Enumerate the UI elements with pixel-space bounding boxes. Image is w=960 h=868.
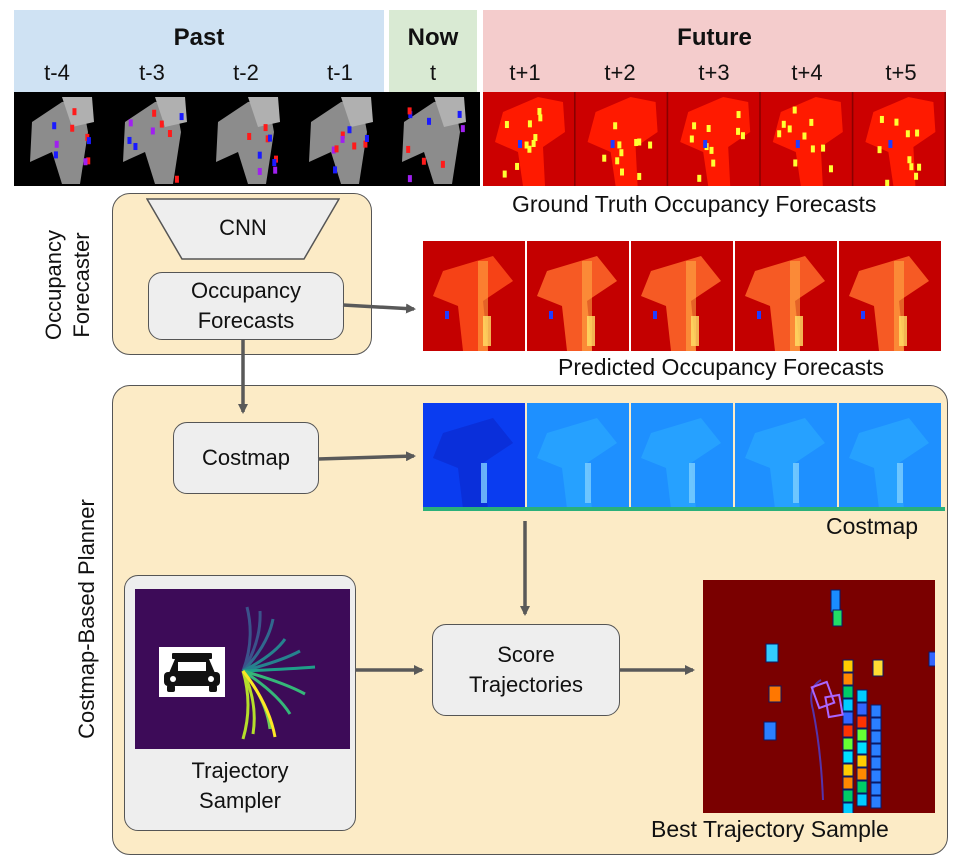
car-icon xyxy=(164,653,220,692)
trajectory-sampler-visual xyxy=(135,589,350,749)
costmap-box-label: Costmap xyxy=(201,445,291,470)
sampled-trajectory-line xyxy=(241,670,250,740)
input-frame xyxy=(309,97,373,184)
input-frame xyxy=(30,97,94,184)
predicted-frame xyxy=(631,241,733,351)
costmap-frame xyxy=(631,403,733,509)
tick-t+3: t+3 xyxy=(698,60,730,85)
future-title: Future xyxy=(677,24,752,51)
input-frames-strip xyxy=(14,92,480,186)
best-trajectory-visual xyxy=(763,589,938,816)
costmap-frame xyxy=(527,403,629,509)
sampled-trajectory-line xyxy=(242,669,292,715)
tick-t+1: t+1 xyxy=(509,60,541,85)
best-trajectory-image xyxy=(703,580,938,816)
costmap-planner-label: Costmap-Based Planner xyxy=(74,499,99,739)
tick-t+5: t+5 xyxy=(885,60,917,85)
occupancy-forecasts-line2: Forecasts xyxy=(197,308,295,333)
input-frames-image xyxy=(30,97,466,184)
sampled-trajectories xyxy=(159,606,316,740)
tick-t-4: t-4 xyxy=(44,60,70,85)
score-trajectories-line2: Trajectories xyxy=(468,672,584,697)
costmap-box: Costmap xyxy=(173,422,319,494)
occupancy-forecaster-label-line2: Forecaster xyxy=(69,232,94,338)
input-frame xyxy=(216,97,280,184)
score-trajectories-line1: Score xyxy=(497,642,555,667)
past-title: Past xyxy=(173,24,225,51)
ground-truth-image xyxy=(483,92,945,187)
predicted-frame xyxy=(735,241,837,351)
ground-truth-strip xyxy=(483,92,946,187)
costmap-strip xyxy=(423,403,945,511)
tick-t+2: t+2 xyxy=(604,60,636,85)
input-frame xyxy=(123,97,187,184)
best-trajectory-scene xyxy=(763,589,938,816)
predicted-frame xyxy=(527,241,629,351)
input-frame xyxy=(402,97,466,184)
occupancy-forecasts-line1: Occupancy xyxy=(190,278,302,303)
tick-t-2: t-2 xyxy=(233,60,259,85)
ground-truth-frame xyxy=(575,92,667,186)
score-trajectories-box: Score Trajectories xyxy=(432,624,620,716)
sampled-trajectory-line xyxy=(242,669,306,696)
trajectory-sampler-line1: Trajectory xyxy=(191,758,289,783)
predicted-caption: Predicted Occupancy Forecasts xyxy=(558,354,884,380)
predicted-occupancy-image xyxy=(423,241,941,351)
tick-t: t xyxy=(429,60,437,85)
costmap-caption: Costmap xyxy=(826,513,919,539)
predicted-occupancy-strip xyxy=(423,241,945,351)
tick-t+4: t+4 xyxy=(791,60,823,85)
now-title: Now xyxy=(407,24,459,51)
tick-t-1: t-1 xyxy=(327,60,353,85)
tick-t-3: t-3 xyxy=(139,60,165,85)
sampled-trajectory-line xyxy=(241,670,277,738)
trajectory-sampler-line2: Sampler xyxy=(199,788,281,813)
predicted-frame xyxy=(839,241,941,351)
occupancy-forecaster-label: Occupancy Forecaster xyxy=(40,225,100,345)
past-header: Past t-4 t-3 t-2 t-1 xyxy=(14,10,384,92)
cnn-label: CNN xyxy=(219,215,267,240)
ground-truth-frame xyxy=(853,92,945,187)
occupancy-forecaster-label-line1: Occupancy xyxy=(41,229,66,341)
sampled-trajectory-line xyxy=(241,618,275,673)
costmap-frame xyxy=(423,403,525,509)
ground-truth-frame xyxy=(760,92,852,186)
costmap-frame xyxy=(839,403,941,509)
now-header: Now t xyxy=(389,10,477,92)
ground-truth-caption: Ground Truth Occupancy Forecasts xyxy=(512,191,877,217)
costmap-frame xyxy=(735,403,837,509)
predicted-frame xyxy=(423,241,525,351)
cnn-trapezoid xyxy=(146,198,340,260)
costmap-image xyxy=(423,403,945,511)
future-header: Future t+1 t+2 t+3 t+4 t+5 xyxy=(483,10,946,92)
ground-truth-frame xyxy=(483,92,574,186)
occupancy-forecasts-box: Occupancy Forecasts xyxy=(148,272,344,340)
ground-truth-frame xyxy=(668,92,760,186)
best-trajectory-caption: Best Trajectory Sample xyxy=(651,816,889,842)
sampled-trajectory-line xyxy=(242,665,316,673)
